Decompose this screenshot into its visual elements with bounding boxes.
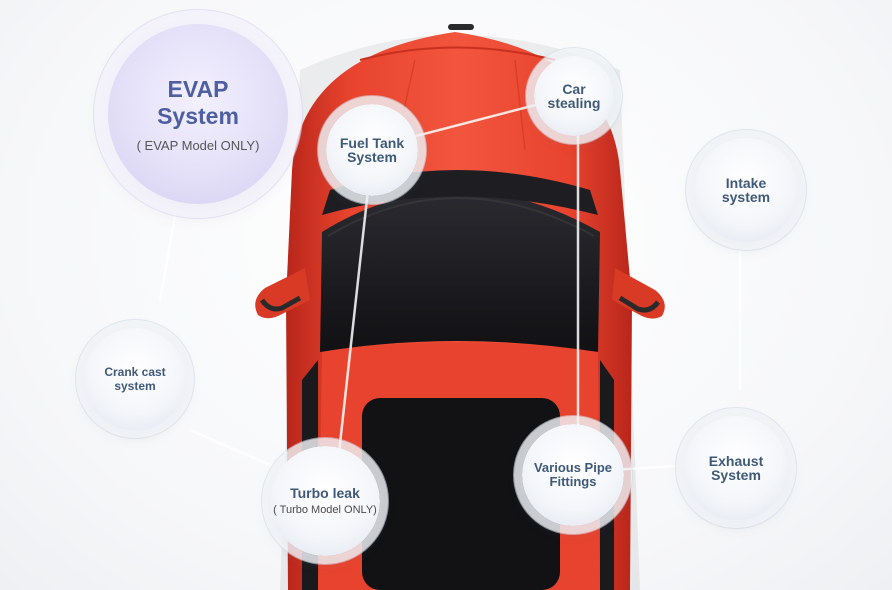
fuel-tank-line1: Fuel Tank [339,135,405,151]
exhaust-line1: Exhaust [708,453,764,469]
car-stealing-bubble[interactable]: Car stealing [534,56,614,136]
evap-system-bubble[interactable]: EVAP System ( EVAP Model ONLY) [108,24,288,204]
crank-case-line1: Crank cast [104,365,166,379]
fuel-tank-bubble[interactable]: Fuel Tank System [326,104,418,196]
evap-title-line1: EVAP [167,75,229,102]
turbo-leak-note: ( Turbo Model ONLY) [273,504,377,516]
sunroof [362,398,560,590]
intake-system-bubble[interactable]: Intake system [694,138,798,242]
windshield [320,191,600,352]
crank-case-bubble[interactable]: Crank cast system [84,328,186,430]
pipe-fittings-line2: Fittings [549,474,597,489]
crank-case-line2: system [114,379,156,393]
car-stealing-line2: stealing [547,95,601,111]
exhaust-line2: System [711,467,761,483]
intake-line2: system [721,189,771,205]
turbo-leak-bubble[interactable]: Turbo leak ( Turbo Model ONLY) [270,446,380,556]
car-stealing-line1: Car [562,81,586,97]
pipe-fittings-bubble[interactable]: Various Pipe Fittings [522,424,624,526]
pipe-fittings-line1: Various Pipe [533,460,613,475]
exhaust-system-bubble[interactable]: Exhaust System [684,416,788,520]
evap-note: ( EVAP Model ONLY) [136,137,260,153]
turbo-leak-line1: Turbo leak [290,485,360,501]
intake-line1: Intake [725,175,767,191]
evap-title-line2: System [157,102,239,129]
fuel-tank-line2: System [347,149,397,165]
